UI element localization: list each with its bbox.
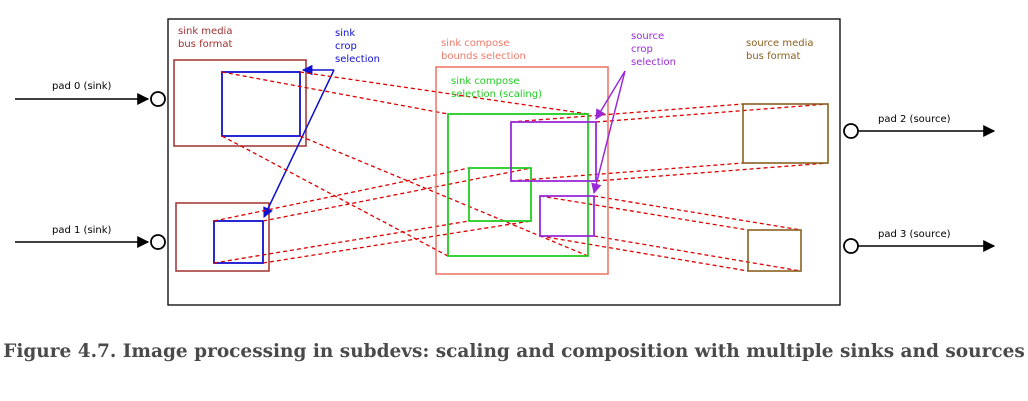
- source-media-label-2: bus format: [746, 51, 801, 62]
- pad1-connector: [150, 234, 166, 250]
- source-crop-rect-0: [510, 121, 597, 182]
- compose-bounds-rect: [435, 66, 609, 275]
- pad2-connector: [843, 123, 859, 139]
- sink0-media-rect: [173, 59, 307, 147]
- sink-crop-pointer-2: [263, 69, 335, 218]
- pad0-label: pad 0 (sink): [52, 81, 112, 92]
- pad3-label: pad 3 (source): [878, 229, 951, 240]
- compose-sel-label-2: selection (scaling): [451, 89, 542, 100]
- source-crop-pointer-0: [595, 70, 626, 120]
- pad1-label: pad 1 (sink): [52, 225, 112, 236]
- sink1-media-rect: [175, 202, 270, 272]
- pad3-connector: [843, 238, 859, 254]
- sink-crop-label-2: crop: [335, 41, 357, 52]
- mapping-lines: [213, 71, 829, 272]
- sink-crop-label-1: sink: [335, 28, 355, 39]
- pad2-label: pad 2 (source): [878, 114, 951, 125]
- sink-media-label-2: bus format: [178, 39, 233, 50]
- sink-crop-label-3: selection: [335, 54, 380, 65]
- sink-media-label-1: sink media: [178, 26, 232, 37]
- subdev-frame: [167, 18, 841, 306]
- source-crop-label-2: crop: [631, 44, 653, 55]
- figure-caption: Figure 4.7. Image processing in subdevs:…: [3, 341, 1025, 362]
- source-media-label-1: source media: [746, 38, 814, 49]
- compose-sel-label-1: sink compose: [451, 76, 519, 87]
- source-crop-rect-1: [539, 195, 595, 237]
- pad0-connector: [150, 91, 166, 107]
- compose-sel-rect-0: [447, 113, 589, 257]
- source2-media-rect: [742, 103, 829, 164]
- sink1-crop-rect: [213, 220, 264, 264]
- compose-bounds-label-2: bounds selection: [441, 51, 526, 62]
- sink0-crop-rect: [221, 71, 301, 137]
- source3-media-rect: [747, 229, 802, 272]
- source-crop-label-1: source: [631, 31, 664, 42]
- source-crop-label-3: selection: [631, 57, 676, 68]
- source-crop-pointer-1: [591, 70, 626, 195]
- compose-sel-rect-1: [468, 167, 532, 222]
- compose-bounds-label-1: sink compose: [441, 38, 509, 49]
- subdev-diagram: pad 0 (sink) pad 1 (sink) pad 2 (source)…: [15, 18, 996, 306]
